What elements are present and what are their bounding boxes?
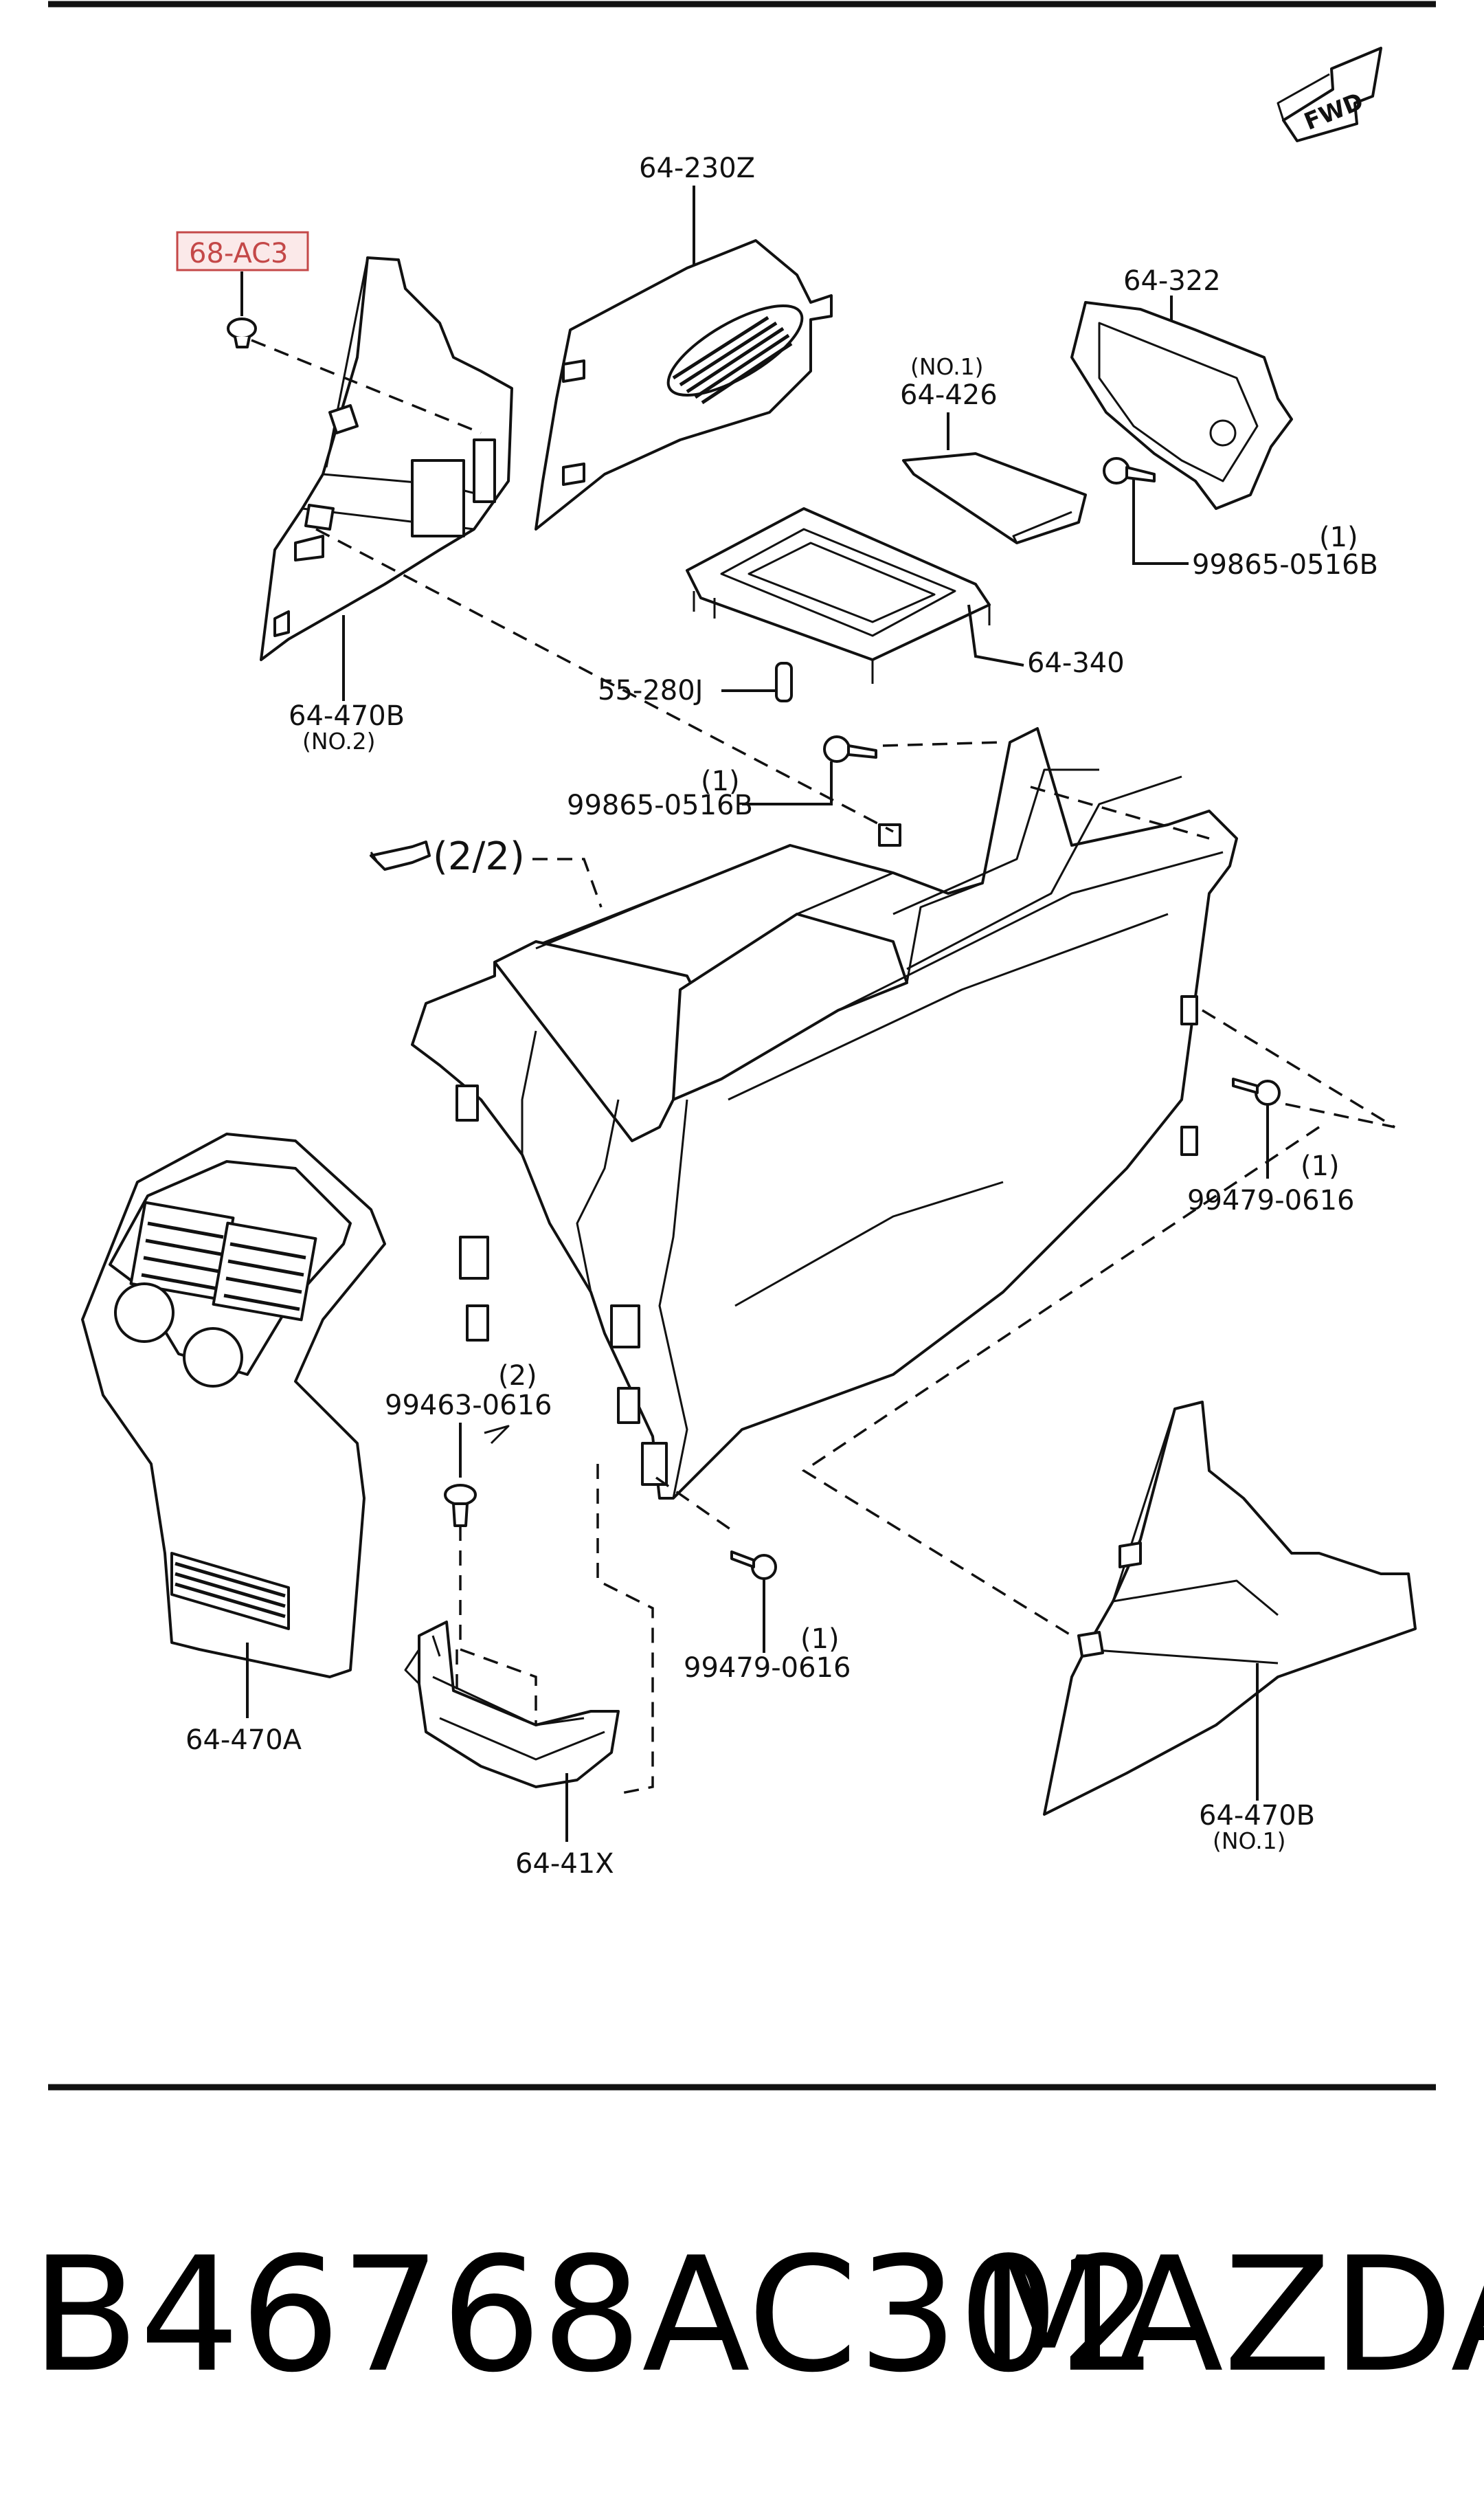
part-qty: (1) (701, 766, 740, 797)
part-64-230z[interactable]: 64-230Z (535, 153, 833, 531)
part-code: 99865-0516B (1192, 549, 1378, 581)
part-code: 64-470B (289, 700, 405, 732)
part-code: 64-470A (186, 1724, 302, 1756)
part-64-426[interactable]: (NO.1) 64-426 (900, 353, 1087, 544)
part-code: 68-AC3 (189, 238, 289, 269)
part-64-41x[interactable]: 64-41X (404, 1621, 620, 1880)
part-code: 64-426 (900, 379, 998, 411)
part-code: 55-280J (598, 675, 703, 707)
part-99865-0516b-top[interactable]: (1) 99865-0516B (1103, 457, 1378, 581)
part-note: (NO.1) (910, 353, 984, 380)
part-99479-0616-bottom[interactable]: (1) 99479-0616 (684, 1550, 851, 1684)
part-code: 64-340 (1027, 647, 1125, 679)
part-55-280j[interactable]: 55-280J (598, 662, 793, 707)
page-reference[interactable]: (2/2) (370, 834, 603, 908)
part-code: 64-230Z (639, 153, 755, 184)
part-qty: (1) (1319, 522, 1358, 553)
part-qty: (1) (1301, 1150, 1340, 1182)
part-code: 99865-0516B (567, 790, 753, 821)
part-code: 99479-0616 (1187, 1185, 1354, 1216)
pointing-hand-icon (370, 841, 431, 871)
center-console-main (411, 727, 1238, 1500)
part-note: (NO.2) (302, 728, 376, 755)
part-99479-0616-right[interactable]: (1) 99479-0616 (1187, 1078, 1354, 1216)
part-note: (NO.1) (1213, 1827, 1286, 1854)
assembly-guide-lines (251, 339, 1395, 1795)
part-99865-0516b-mid[interactable]: (1) 99865-0516B (567, 735, 877, 821)
footer-brand: MAZDA (979, 2224, 1484, 2407)
part-64-340[interactable]: 64-340 (686, 507, 1125, 684)
highlight-box (176, 231, 309, 271)
part-code: 99463-0616 (385, 1390, 552, 1421)
part-99463-0616[interactable]: (2) 99463-0616 (385, 1360, 552, 1527)
footer-part-number: B46768AC302 (31, 2224, 1159, 2407)
fwd-arrow-icon: FWD (1277, 47, 1382, 142)
part-64-470b-no2[interactable]: 64-470B (NO.2) (260, 256, 513, 755)
part-68-ac3[interactable]: 68-AC3 (176, 231, 309, 348)
part-code: 64-470B (1199, 1800, 1315, 1832)
part-64-470b-no1[interactable]: 64-470B (NO.1) (1043, 1401, 1417, 1854)
page-reference-text: (2/2) (433, 834, 525, 879)
part-64-322[interactable]: 64-322 (1070, 265, 1293, 510)
part-qty: (1) (800, 1623, 840, 1655)
part-qty: (2) (498, 1360, 537, 1392)
part-64-470a[interactable]: 64-470A (81, 1133, 386, 1756)
part-code: 64-41X (515, 1848, 614, 1880)
part-code: 99479-0616 (684, 1652, 851, 1684)
part-code: 64-322 (1123, 265, 1221, 297)
